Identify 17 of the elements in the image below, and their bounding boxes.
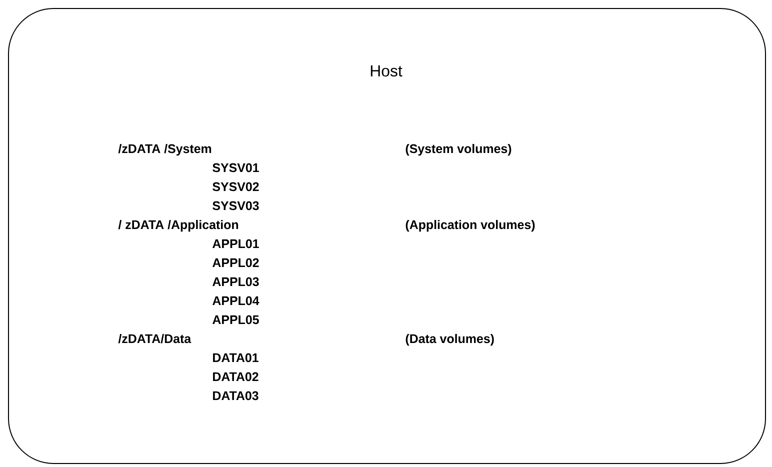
directory-path: / zDATA /Application xyxy=(118,220,238,232)
volume-name: APPL04 xyxy=(212,296,260,306)
volume-name: APPL02 xyxy=(212,258,259,268)
volume-name: DATA02 xyxy=(213,372,258,382)
volume-name: APPL01 xyxy=(212,239,259,248)
volume-name: APPL03 xyxy=(212,277,259,286)
volume-name: DATA01 xyxy=(213,353,258,362)
volume-description: (Application volumes) xyxy=(406,220,535,232)
directory-path: /zDATA/Data xyxy=(118,334,192,344)
directory-path: /zDATA /System xyxy=(118,144,212,156)
volume-name: APPL05 xyxy=(212,315,259,324)
volume-name: SYSV03 xyxy=(212,201,259,210)
volume-name: SYSV02 xyxy=(212,182,259,192)
volume-name: DATA03 xyxy=(213,391,258,400)
volume-description: (Data volumes) xyxy=(406,334,494,346)
volume-name: SYSV01 xyxy=(212,163,259,172)
volume-description: (System volumes) xyxy=(406,144,512,156)
